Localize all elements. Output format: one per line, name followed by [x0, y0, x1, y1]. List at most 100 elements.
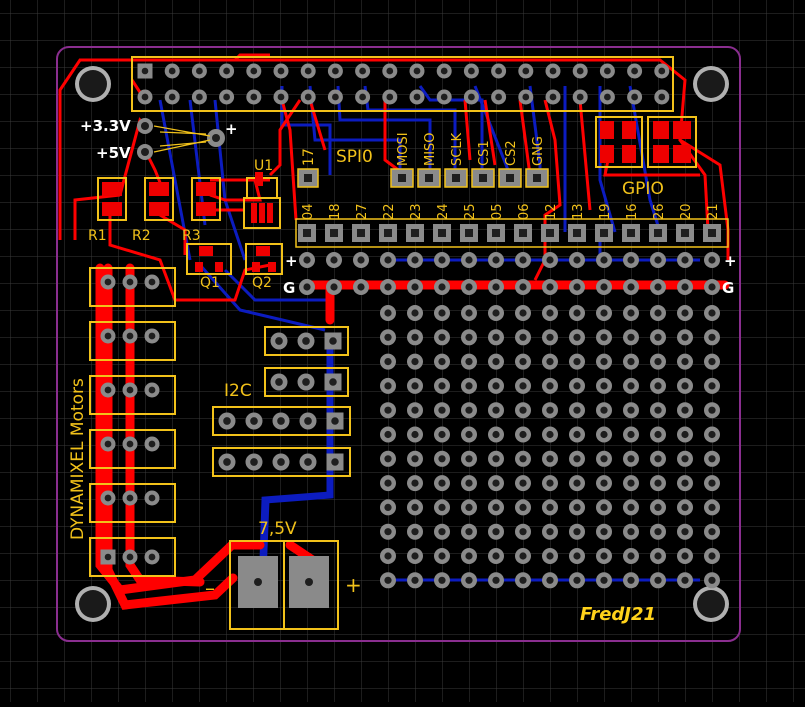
- motor-pin: [122, 274, 138, 290]
- proto-pad: [488, 572, 504, 589]
- rail-ground-pad: [488, 279, 504, 295]
- proto-pad: [596, 499, 612, 516]
- proto-pad: [704, 548, 720, 564]
- proto-pad: [650, 377, 666, 394]
- proto-pad: [677, 305, 693, 321]
- motor-pin: [122, 382, 138, 398]
- rail-ground-pad: [326, 279, 342, 295]
- proto-pad: [515, 353, 531, 370]
- proto-pad: [407, 572, 423, 589]
- motor-pin: [100, 549, 116, 565]
- proto-pad: [650, 475, 666, 492]
- proto-pad: [623, 426, 639, 443]
- proto-pad: [596, 450, 612, 467]
- rail-ground-pad: [569, 279, 585, 295]
- proto-pad: [461, 402, 477, 419]
- proto-pad: [650, 548, 666, 564]
- proto-pad: [515, 572, 531, 589]
- rail-ground-pad: [623, 279, 639, 295]
- header-pin: [654, 89, 670, 105]
- proto-pad: [569, 572, 585, 589]
- proto-pad: [596, 402, 612, 419]
- proto-pad: [569, 377, 585, 394]
- header-pin: [463, 89, 479, 105]
- proto-pad: [434, 572, 450, 589]
- proto-pad: [650, 572, 666, 589]
- rail-g-right: G: [722, 279, 734, 297]
- motor-pin: [122, 549, 138, 565]
- proto-pad: [380, 572, 396, 589]
- proto-pad: [488, 353, 504, 370]
- proto-pad: [434, 305, 450, 321]
- proto-pad: [461, 426, 477, 443]
- label-supply-minus: –: [205, 576, 215, 600]
- rail-plus-pad: [623, 252, 639, 268]
- i2c-headers: [212, 326, 351, 477]
- i2c-pin: [326, 453, 344, 471]
- header-pin: [164, 89, 180, 105]
- proto-pad: [515, 450, 531, 467]
- resistors: [97, 177, 221, 221]
- proto-pad: [623, 499, 639, 516]
- proto-pad: [704, 499, 720, 516]
- header-pin: [191, 63, 207, 79]
- motor-pin: [144, 436, 160, 452]
- rail-ground-pad: [434, 279, 450, 295]
- proto-pad: [569, 402, 585, 419]
- proto-pad: [704, 523, 720, 540]
- header-pin: [137, 63, 153, 79]
- proto-pad: [515, 548, 531, 564]
- proto-pad: [677, 499, 693, 516]
- i2c-header: [264, 367, 349, 397]
- proto-pad: [677, 572, 693, 589]
- proto-pad: [542, 353, 558, 370]
- header-pin: [491, 63, 507, 79]
- u1-regulator: [243, 172, 281, 229]
- i2c-pin: [218, 412, 236, 430]
- proto-pad: [407, 377, 423, 394]
- i2c-pin: [326, 412, 344, 430]
- proto-pad: [650, 450, 666, 467]
- motor-pin: [122, 436, 138, 452]
- motor-pin: [144, 549, 160, 565]
- rail-plus-left: +: [285, 252, 298, 270]
- i2c-pin: [245, 453, 263, 471]
- proto-pad: [623, 523, 639, 540]
- proto-pad: [596, 377, 612, 394]
- i2c-pin: [272, 412, 290, 430]
- power-pins: [137, 118, 225, 160]
- proto-pad: [461, 353, 477, 370]
- proto-pad: [677, 523, 693, 540]
- proto-pad: [569, 305, 585, 321]
- proto-pad: [434, 426, 450, 443]
- rail-ground-pad: [542, 279, 558, 295]
- proto-pad: [434, 377, 450, 394]
- i2c-header: [212, 406, 351, 436]
- proto-pad: [515, 475, 531, 492]
- proto-pad: [434, 402, 450, 419]
- proto-pad: [380, 305, 396, 321]
- proto-pad: [704, 426, 720, 443]
- label-5v: +5V: [96, 144, 131, 162]
- header-pin: [137, 89, 153, 105]
- proto-pad: [569, 499, 585, 516]
- proto-pad: [515, 402, 531, 419]
- proto-pad: [596, 548, 612, 564]
- proto-pad: [542, 329, 558, 346]
- proto-pad: [677, 329, 693, 346]
- proto-pad: [650, 402, 666, 419]
- proto-pad: [488, 475, 504, 492]
- proto-pad: [704, 329, 720, 346]
- motor-pin: [122, 490, 138, 506]
- gpio-number-label: 19: [598, 203, 613, 220]
- label-spi0: SPI0: [336, 147, 373, 167]
- proto-pad: [461, 329, 477, 346]
- gpio-number-label: 13: [571, 203, 586, 220]
- rail-plus-pad: [677, 252, 693, 268]
- proto-pad: [407, 329, 423, 346]
- rail-plus-pad: [407, 252, 423, 268]
- proto-pad: [677, 548, 693, 564]
